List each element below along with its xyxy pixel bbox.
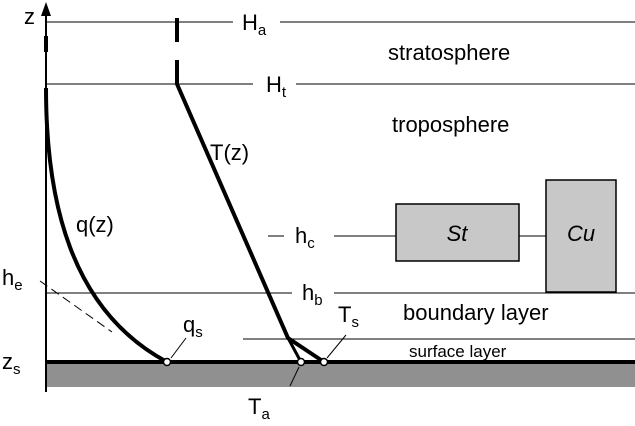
- q-curve: [44, 87, 168, 364]
- z-axis-arrow: [41, 2, 51, 16]
- hc-label: hc: [295, 223, 315, 252]
- ts-label: Ts: [338, 302, 359, 331]
- qs-label: qs: [183, 312, 203, 341]
- t-curve-label: T(z): [210, 140, 249, 165]
- q-curve-label: q(z): [76, 212, 114, 237]
- ta-branch: [286, 337, 303, 363]
- ta-pointer: [289, 366, 300, 387]
- he-label: he: [2, 265, 23, 294]
- qs-point: [162, 357, 172, 367]
- ha-label: Ha: [242, 10, 267, 39]
- t-curve: [175, 60, 326, 364]
- cumulus-cloud-box: [545, 179, 617, 293]
- zs-label: zs: [2, 349, 21, 378]
- stratus-cloud-box: [395, 203, 520, 262]
- z-axis-label: z: [24, 4, 35, 29]
- boundary-layer-label: boundary layer: [403, 300, 549, 325]
- hb-label: hb: [302, 280, 323, 309]
- he-dashed-tangent: [39, 280, 113, 333]
- troposphere-label: troposphere: [392, 112, 509, 137]
- stratosphere-label: stratosphere: [388, 40, 510, 65]
- surface-layer-label: surface layer: [409, 342, 507, 361]
- stratus-cloud-label: St: [447, 221, 469, 246]
- qs-pointer: [170, 337, 187, 359]
- ta-label: Ta: [248, 394, 270, 423]
- ts-point: [319, 357, 329, 367]
- ta-point: [296, 357, 306, 367]
- ts-pointer: [326, 334, 347, 359]
- cumulus-cloud-label: Cu: [567, 221, 595, 246]
- ground: [46, 363, 635, 387]
- ht-label: Ht: [266, 72, 287, 101]
